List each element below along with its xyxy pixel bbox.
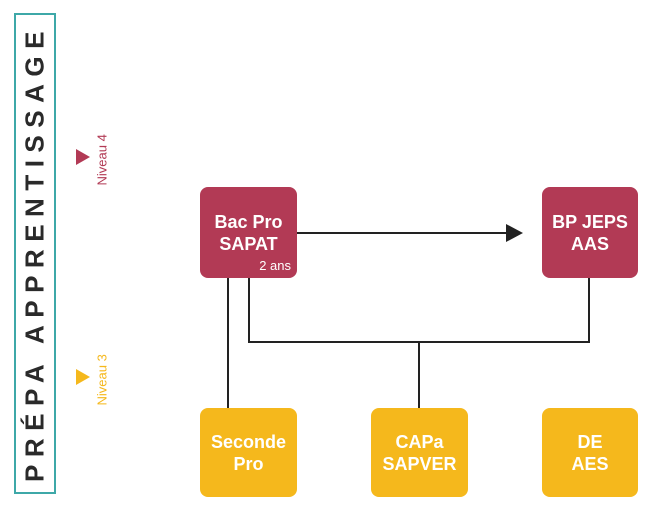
box-bp-jeps-aas: BP JEPS AAS [542,187,638,278]
box-seconde-pro: Seconde Pro [200,408,297,497]
box-bac-pro-duration: 2 ans [259,258,291,273]
box-seconde-line1: Seconde [210,431,287,452]
box-capa-line1: CAPa [395,431,444,452]
level-4-arrow-icon [76,149,90,165]
box-bac-pro-line2: SAPAT [219,233,278,254]
box-de-aes-line2: AES [571,453,609,474]
arrowhead-icon [506,224,523,242]
side-title-frame [14,13,56,494]
box-capa-line2: SAPVER [382,453,457,474]
box-capa-sapver: CAPa SAPVER [371,408,468,497]
level-3-arrow-icon [76,369,90,385]
level-4-marker [76,149,90,165]
box-bp-jeps-line2: AAS [570,233,609,254]
box-bp-jeps-line1: BP JEPS [552,211,628,232]
box-bac-pro-line1: Bac Pro [214,211,283,232]
box-de-aes-line1: DE [577,431,603,452]
connector-bac-bpjeps-loop [248,277,590,343]
box-de-aes: DE AES [542,408,638,497]
level-3-marker [76,369,90,385]
box-bac-pro-sapat: Bac Pro SAPAT 2 ans [200,187,297,278]
box-seconde-line2: Pro [233,453,264,474]
